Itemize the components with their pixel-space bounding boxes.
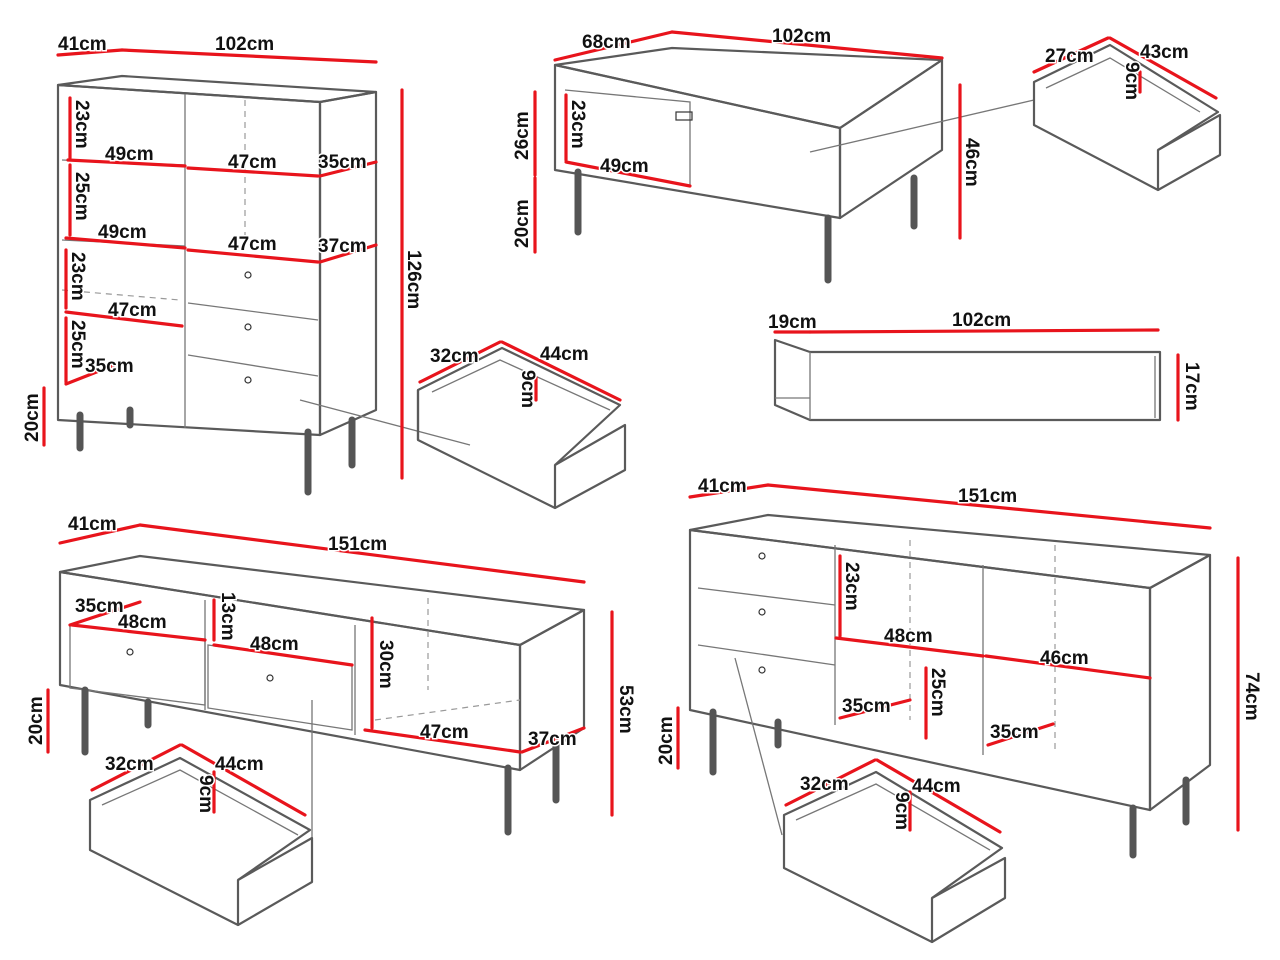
coffee-table-drawer-drawing: 27cm 43cm 9cm <box>1032 36 1222 192</box>
dim-label: 20cm <box>512 199 533 248</box>
dim-label: 19cm <box>768 312 817 333</box>
dim-label: 23cm <box>567 100 588 149</box>
dim-label: 74cm <box>1241 672 1262 721</box>
coffee-table-drawing: 68cm 102cm 49cm 26cm 20cm 23cm 46cm <box>511 25 1035 284</box>
tv-unit-drawing: 41cm 151cm 35cm 48cm 48cm 47cm 37cm 13cm… <box>25 513 638 840</box>
dim-label: 9cm <box>195 775 216 813</box>
dim-label: 13cm <box>217 592 238 641</box>
dim-label: 23cm <box>67 252 88 301</box>
dim-label: 102cm <box>952 310 1011 331</box>
dim-label: 23cm <box>71 100 92 149</box>
dim-label: 27cm <box>1045 46 1094 67</box>
highboard-drawing <box>56 74 471 496</box>
dim-label: 9cm <box>517 370 538 408</box>
dim-label: 41cm <box>68 514 117 535</box>
dim-label: 35cm <box>75 596 124 617</box>
dim-label: 53cm <box>615 685 636 734</box>
dim-label: 35cm <box>318 152 367 173</box>
sideboard-drawer-drawing: 32cm 44cm 9cm <box>782 758 1007 944</box>
dim-label: 35cm <box>842 696 891 717</box>
dim-label: 47cm <box>420 722 469 743</box>
dim-label: 9cm <box>1121 62 1142 100</box>
dim-label: 30cm <box>375 640 396 689</box>
dim-label: 32cm <box>430 346 479 367</box>
dim-label: 44cm <box>215 754 264 775</box>
dim-label: 35cm <box>990 722 1039 743</box>
dim-label: 25cm <box>71 172 92 221</box>
dim-label: 9cm <box>891 792 912 830</box>
dim-label: 32cm <box>105 754 154 775</box>
dim-label: 48cm <box>250 634 299 655</box>
dim-label: 17cm <box>1181 362 1202 411</box>
dim-label: 48cm <box>118 612 167 633</box>
dim-label: 151cm <box>958 486 1017 507</box>
dim-label: 49cm <box>98 222 147 243</box>
dim-label: 37cm <box>318 236 367 257</box>
dim-label: 49cm <box>600 156 649 177</box>
dim-label: 47cm <box>228 152 277 173</box>
highboard-dimension-lines <box>42 48 404 480</box>
dim-label: 37cm <box>528 729 577 750</box>
dim-label: 47cm <box>108 300 157 321</box>
tv-unit-drawer-drawing: 32cm 44cm 9cm <box>88 743 314 927</box>
dim-label: 126cm <box>403 250 424 309</box>
wall-shelf-drawing: 19cm 102cm 17cm <box>767 309 1204 422</box>
highboard-labels: 41cm 102cm 49cm 47cm 35cm 49cm 47cm 37cm… <box>21 33 426 444</box>
highboard-drawer-drawing: 32cm 44cm 9cm <box>416 340 627 510</box>
dim-label: 41cm <box>698 476 747 497</box>
dim-label: 68cm <box>582 32 631 53</box>
dim-label: 102cm <box>215 34 274 55</box>
dim-label: 44cm <box>912 776 961 797</box>
dim-label: 151cm <box>328 534 387 555</box>
dim-label: 23cm <box>841 562 862 611</box>
dim-label: 26cm <box>512 111 533 160</box>
dim-label: 20cm <box>656 716 677 765</box>
dim-label: 102cm <box>772 26 831 47</box>
dim-label: 46cm <box>961 138 982 187</box>
dim-label: 20cm <box>22 393 43 442</box>
sideboard-drawing: 41cm 151cm 48cm 46cm 35cm 35cm 23cm 25cm… <box>655 475 1264 859</box>
dim-label: 20cm <box>26 696 47 745</box>
dim-label: 48cm <box>884 626 933 647</box>
dim-label: 44cm <box>540 344 589 365</box>
dim-label: 46cm <box>1040 648 1089 669</box>
dim-label: 25cm <box>927 668 948 717</box>
dim-label: 49cm <box>105 144 154 165</box>
dim-label: 43cm <box>1140 42 1189 63</box>
dim-label: 25cm <box>67 320 88 369</box>
dim-label: 32cm <box>800 774 849 795</box>
dim-label: 41cm <box>58 34 107 55</box>
dim-label: 35cm <box>85 356 134 377</box>
dim-label: 47cm <box>228 234 277 255</box>
